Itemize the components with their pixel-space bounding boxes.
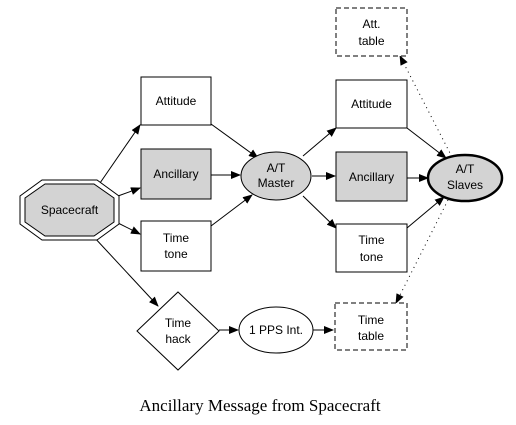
node-time-tone-right: Time tone	[335, 223, 408, 273]
node-pps-int: 1 PPS Int.	[238, 306, 314, 354]
at-master-line1: A/T	[267, 161, 286, 175]
node-time-table: Time table	[334, 302, 408, 351]
edge-time-tone-slaves	[406, 196, 445, 229]
diagram-caption: Ancillary Message from Spacecraft	[139, 396, 380, 415]
edge-spacecraft-time-tone	[117, 222, 141, 235]
at-master-line2: Master	[258, 176, 295, 190]
at-slaves-line1: A/T	[456, 162, 475, 176]
ancillary-left-label: Ancillary	[153, 167, 198, 181]
attitude-right-label: Attitude	[351, 97, 392, 111]
node-ancillary-left: Ancillary	[140, 148, 212, 200]
edge-spacecraft-time-hack	[92, 235, 159, 307]
edge-time-tone-master	[210, 194, 253, 227]
edges	[92, 55, 453, 334]
node-time-tone-left: Time tone	[140, 220, 212, 272]
edge-spacecraft-attitude	[99, 124, 141, 184]
spacecraft-label: Spacecraft	[41, 203, 99, 217]
edge-spacecraft-ancillary	[117, 187, 141, 197]
node-at-slaves: A/T Slaves	[426, 153, 504, 203]
node-attitude-left: Attitude	[140, 76, 212, 126]
att-table-line1: Att.	[362, 17, 380, 31]
time-hack-line2: hack	[165, 332, 191, 346]
time-table-line1: Time	[358, 313, 385, 327]
at-slaves-line2: Slaves	[447, 178, 483, 192]
time-tone-right-line1: Time	[358, 233, 385, 247]
node-time-hack: Time hack	[136, 291, 220, 371]
time-tone-left-line1: Time	[163, 231, 190, 245]
node-attitude-right: Attitude	[335, 79, 408, 129]
time-tone-right-line2: tone	[360, 250, 384, 264]
edge-slaves-att-table	[399, 55, 453, 158]
edge-attitude-slaves	[406, 127, 447, 159]
edge-master-attitude	[302, 127, 337, 157]
time-table-line2: table	[358, 329, 384, 343]
att-table-line2: table	[358, 34, 384, 48]
time-tone-left-line2: tone	[164, 247, 188, 261]
edge-attitude-master	[210, 123, 259, 159]
time-hack-line1: Time	[165, 316, 192, 330]
ancillary-right-label: Ancillary	[349, 170, 394, 184]
pps-int-label: 1 PPS Int.	[249, 323, 303, 337]
node-att-table: Att. table	[335, 7, 408, 57]
node-ancillary-right: Ancillary	[335, 151, 408, 202]
edge-master-time-tone	[302, 195, 337, 229]
node-at-master: A/T Master	[240, 151, 312, 201]
attitude-left-label: Attitude	[156, 94, 197, 108]
node-spacecraft: Spacecraft	[19, 179, 120, 241]
